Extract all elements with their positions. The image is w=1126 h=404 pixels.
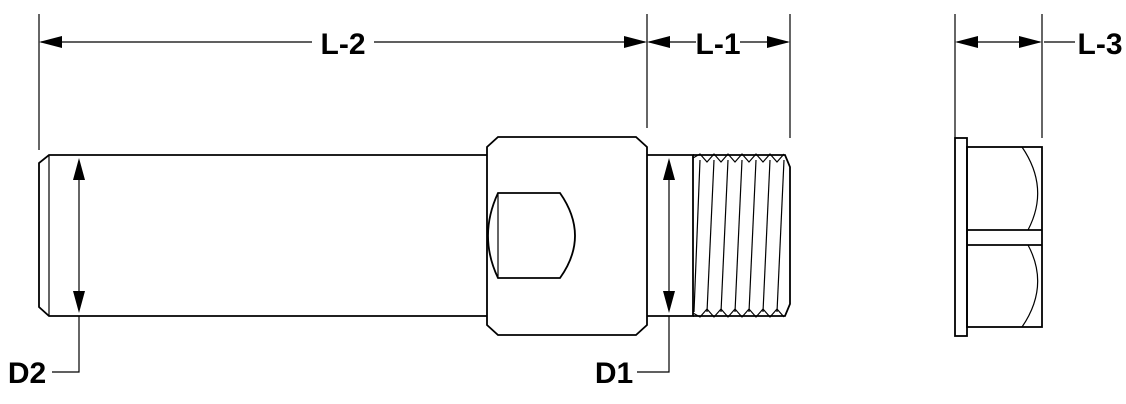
dimension-d1: D1	[595, 158, 675, 390]
wrench-flat	[487, 192, 576, 279]
dimension-label-l1: L-1	[696, 28, 741, 61]
bolt-collar	[486, 136, 648, 336]
bolt-shank	[38, 154, 487, 317]
hex-chamfer-top	[1021, 146, 1039, 231]
dimension-label-d2: D2	[8, 357, 46, 390]
thread-crests-top	[692, 153, 785, 163]
thread-neck	[647, 154, 694, 317]
dimension-label-d1: D1	[595, 357, 633, 390]
dimension-l1: L-1	[647, 14, 791, 138]
dimension-l3: L-3	[954, 14, 1123, 138]
dimension-d2: D2	[8, 158, 85, 390]
thread-lines	[693, 159, 785, 313]
head-end-view	[954, 137, 1043, 337]
dimension-l2: L-2	[38, 14, 648, 150]
head-hex-body	[966, 146, 1043, 328]
bolt-side-view	[38, 136, 791, 336]
dimension-label-l2: L-2	[321, 28, 366, 61]
head-flange	[954, 137, 968, 337]
dimension-label-l3: L-3	[1078, 28, 1123, 61]
thread-crests-bottom	[692, 308, 785, 318]
hex-chamfer-bottom	[1021, 244, 1039, 328]
